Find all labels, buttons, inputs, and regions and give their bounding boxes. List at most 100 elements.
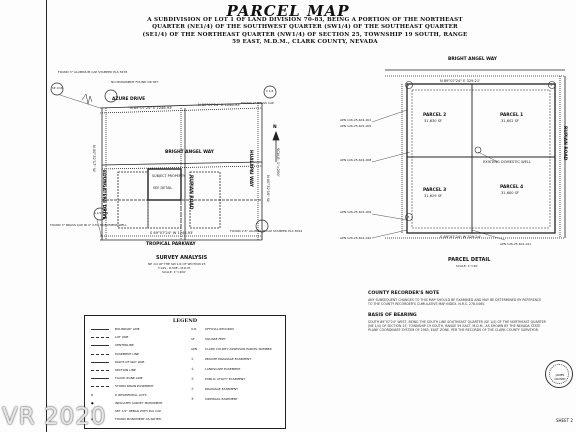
corner-label: C 1/4 bbox=[266, 89, 274, 93]
leader-line bbox=[59, 94, 101, 109]
legend-symbol: APN bbox=[191, 347, 198, 351]
description-line: QUARTER (NE1/4) OF THE SOUTHWEST QUARTER… bbox=[152, 24, 458, 31]
surveyor-seal: JAMES CROSBY bbox=[545, 360, 573, 388]
corner-label: S 1/4 S 25 bbox=[94, 211, 109, 215]
street-label-azure: AZURE DRIVE bbox=[112, 97, 146, 102]
legend-item: INDICATES SURVEY MONUMENT bbox=[115, 400, 163, 405]
recorder-note-text: ANY SUBSEQUENT CHANGES TO THIS MAP SHOUL… bbox=[368, 298, 542, 307]
watermark: VR 2020 bbox=[2, 404, 107, 430]
parcel-label: PARCEL 3 bbox=[423, 188, 447, 193]
apn-note: APN 126-25-601-009 bbox=[340, 210, 372, 214]
bright-angel-way-line bbox=[101, 165, 263, 170]
legend-symbol bbox=[91, 337, 109, 339]
parcel-area: 31,630 SF bbox=[424, 119, 443, 123]
legend-item: PRIVATE DRAINAGE EASEMENT bbox=[205, 357, 252, 361]
leader-line bbox=[96, 219, 103, 239]
legend-item: STORM DRAIN EASEMENT bbox=[115, 384, 154, 389]
leader-line bbox=[477, 151, 499, 163]
description-line: (SE1/4) OF THE NORTHEAST QUARTER (NW1/4)… bbox=[142, 31, 468, 38]
description-line: 59 EAST, M.D.M., CLARK COUNTY, NEVADA bbox=[232, 38, 378, 45]
parcel-area: 31,602 SF bbox=[501, 119, 520, 123]
well-icon bbox=[474, 146, 482, 154]
bearing-label: S 89°07'24" W 1246.93' bbox=[150, 231, 194, 235]
corner-id: 2 bbox=[550, 83, 553, 87]
corner-monument-icon bbox=[263, 85, 277, 99]
see-detail-label: SEE DETAIL bbox=[153, 186, 173, 190]
monument-note: FOUND 3" ALUMINUM CAP STAMPED PLS 5678 bbox=[58, 70, 128, 74]
apn-note: APN 126-25-601-011 bbox=[500, 242, 532, 246]
corner-monument-icon bbox=[93, 207, 107, 221]
parcel-detail-title: PARCEL DETAIL bbox=[448, 257, 491, 263]
description-line: A SUBDIVISION OF LOT 1 OF LAND DIVISION … bbox=[147, 17, 463, 23]
bright-angel-way-line bbox=[101, 161, 263, 166]
corner-monument-icon bbox=[104, 89, 118, 103]
legend-symbol bbox=[91, 378, 109, 380]
north-arrow-label: N bbox=[273, 125, 277, 130]
sheet-number: SHEET 2 bbox=[556, 418, 573, 423]
legend-item: RIGHT-OF-WAY LINE bbox=[115, 359, 145, 364]
corner-label: SE 1/16 bbox=[52, 86, 63, 90]
parcel-bearing: S 89°07'24" W 329.24' bbox=[440, 235, 481, 239]
legend-item: SIDEWALK EASEMENT bbox=[205, 397, 238, 401]
bearing-label: N 89°07'24" E 1246.93' bbox=[198, 103, 241, 107]
legend-symbol: ② bbox=[191, 367, 194, 371]
parcel-area: 31,600 SF bbox=[501, 191, 520, 195]
leader-line bbox=[471, 229, 506, 241]
leader-line bbox=[371, 229, 408, 239]
legend-item: FLOOD ZONE LINE bbox=[115, 376, 143, 381]
parcel-label: PARCEL 1 bbox=[500, 113, 524, 118]
legend-symbol bbox=[91, 370, 109, 371]
corner-id-icon bbox=[548, 81, 556, 89]
legend-symbol bbox=[91, 345, 109, 347]
street-label-bright-angel: BRIGHT ANGEL WAY bbox=[165, 150, 214, 155]
monument-note: FOUND 2.5" ALUMINUM CAP STAMPED PLS 3044 bbox=[230, 229, 303, 233]
legend-item: FOUND MONUMENT AS NOTED bbox=[115, 417, 162, 422]
basis-of-bearing-title: BASIS OF BEARING bbox=[368, 313, 417, 318]
leader-line bbox=[371, 109, 408, 123]
legend-symbol bbox=[91, 386, 109, 388]
monument-note: FOUND 2" BRASS CAP bbox=[241, 101, 274, 105]
legend-symbol: ○ bbox=[91, 409, 94, 413]
legend-item: LANDSCAPE EASEMENT bbox=[205, 367, 241, 371]
legend-title: LEGEND bbox=[172, 318, 198, 324]
legend-symbol: ⑤ bbox=[191, 397, 194, 401]
survey-caption-line: SCALE: 1"=200' bbox=[162, 270, 186, 274]
legend-item: SET 1/2" REBAR WITH PLS CAP bbox=[115, 409, 162, 413]
legend-item: BOUNDARY LINE bbox=[115, 327, 140, 331]
parcel-boundary bbox=[406, 83, 556, 234]
page-title: PARCEL MAP bbox=[226, 2, 350, 20]
survey-caption-line: NE 1/4 OF THE SW 1/4 OF SECTION 25 bbox=[148, 262, 206, 266]
legend-item: OFFICIAL RECORDS bbox=[205, 327, 235, 331]
legend-item: P. RESIDENTIAL LOTS bbox=[115, 392, 147, 397]
corner-id: 3 bbox=[407, 215, 410, 219]
subject-property-label: SUBJECT PROPERTY bbox=[152, 174, 186, 178]
surveyor-seal-inner: JAMES CROSBY bbox=[549, 364, 569, 384]
parcel-area: 31,629 SF bbox=[424, 194, 443, 198]
legend-symbol: O.R. bbox=[191, 327, 198, 331]
legend-symbol: ④ bbox=[191, 387, 194, 391]
legend-item: CENTERLINE bbox=[115, 343, 134, 348]
monument-note: NO MONUMENT FOUND OR SET bbox=[111, 80, 159, 84]
corner-id-icon bbox=[405, 213, 413, 221]
street-label-tropical: TROPICAL PARKWAY bbox=[146, 242, 196, 247]
legend-item: CLARK COUNTY ASSESSOR PARCEL NUMBER bbox=[205, 347, 272, 351]
legend-symbol: ◉ bbox=[91, 417, 94, 422]
well-note: EXISTING DOMESTIC WELL bbox=[483, 160, 531, 164]
parcel-detail-scale: SCALE: 1"=40' bbox=[456, 264, 479, 268]
legend-item: EASEMENT LINE bbox=[115, 351, 139, 356]
monument-note: FOUND 3" BRASS CAP IN 4" C.M. MONUMENT W… bbox=[50, 223, 127, 227]
survey-caption-line: T.19S., R.59E., M.D.M. bbox=[158, 266, 191, 270]
legend-symbol bbox=[91, 361, 109, 363]
legend-item: DRAINAGE EASEMENT bbox=[205, 387, 238, 391]
legend-symbol bbox=[91, 329, 109, 330]
legend-symbol: ③ bbox=[191, 377, 194, 381]
azure-drive-line bbox=[99, 102, 263, 109]
parcel-label: PARCEL 2 bbox=[423, 113, 447, 118]
map-description: A SUBDIVISION OF LOT 1 OF LAND DIVISION … bbox=[140, 17, 470, 46]
corner-monument-icon bbox=[50, 82, 64, 96]
legend-symbol: SF bbox=[191, 337, 195, 341]
apn-note: APN 126-25-601-008 bbox=[340, 158, 372, 162]
legend-symbol: R bbox=[91, 392, 94, 397]
